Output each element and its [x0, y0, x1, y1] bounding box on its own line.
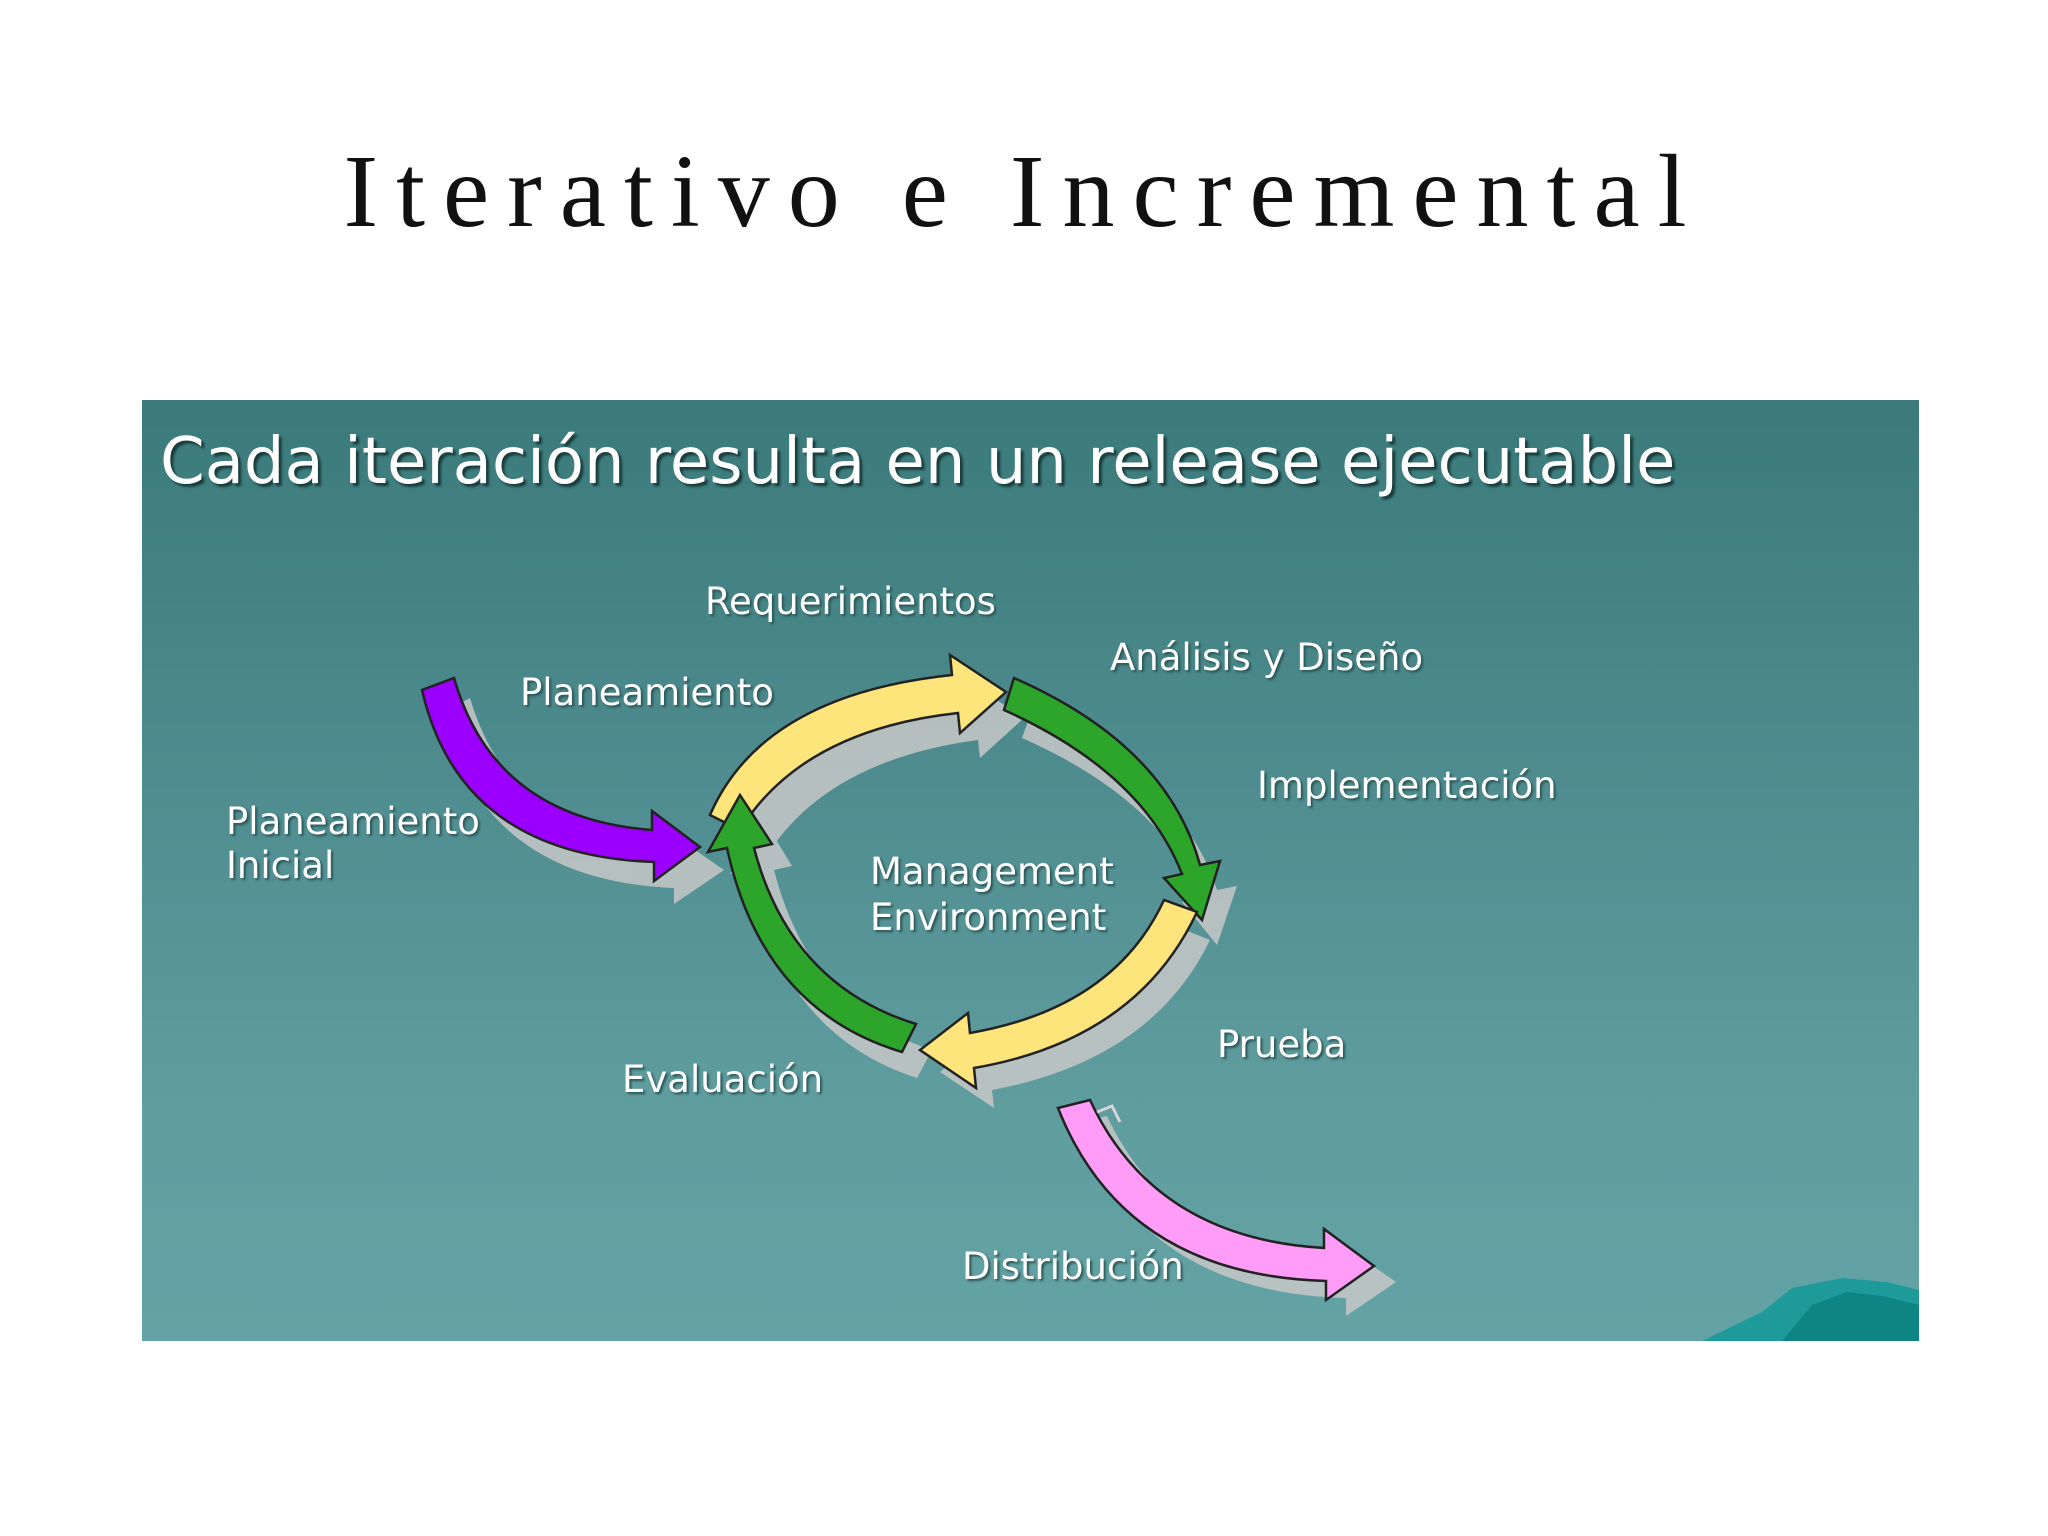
yellow-arrow-top [708, 652, 1009, 832]
label-prueba: Prueba [1217, 1023, 1347, 1066]
iteration-cycle-diagram [420, 652, 1919, 1341]
slide-title: Iterativo e Incremental [343, 134, 1705, 249]
label-management: Management [870, 850, 1114, 893]
label-analisis-diseno: Análisis y Diseño [1110, 636, 1424, 679]
green-arrow-left [705, 792, 918, 1054]
label-planeamiento-inicial-line2: Inicial [226, 844, 335, 887]
yellow-arrow-bottom [917, 898, 1199, 1091]
pink-arrow-outline [1096, 1104, 1122, 1123]
diagram-panel: Cada iteración resulta en un release eje… [142, 400, 1919, 1341]
label-environment: Environment [870, 896, 1107, 939]
label-planeamiento: Planeamiento [520, 671, 774, 714]
label-evaluacion: Evaluación [622, 1058, 824, 1101]
label-implementacion: Implementación [1257, 764, 1557, 807]
purple-arrow-initial [420, 676, 703, 884]
label-planeamiento-inicial-line1: Planeamiento [226, 800, 480, 843]
label-requerimientos: Requerimientos [705, 580, 996, 623]
shadow-right-arrow [1022, 710, 1237, 945]
arrow-shadows [442, 682, 1396, 1316]
label-distribucion: Distribución [962, 1245, 1184, 1288]
pink-arrow-distribution [1056, 1098, 1377, 1303]
mountain-decoration-dark [1782, 1292, 1919, 1341]
shadow-top-arrow [737, 682, 1024, 855]
shadow-bottom-arrow [940, 928, 1210, 1108]
green-arrow-right [1002, 676, 1222, 923]
panel-heading: Cada iteración resulta en un release eje… [160, 425, 1676, 499]
